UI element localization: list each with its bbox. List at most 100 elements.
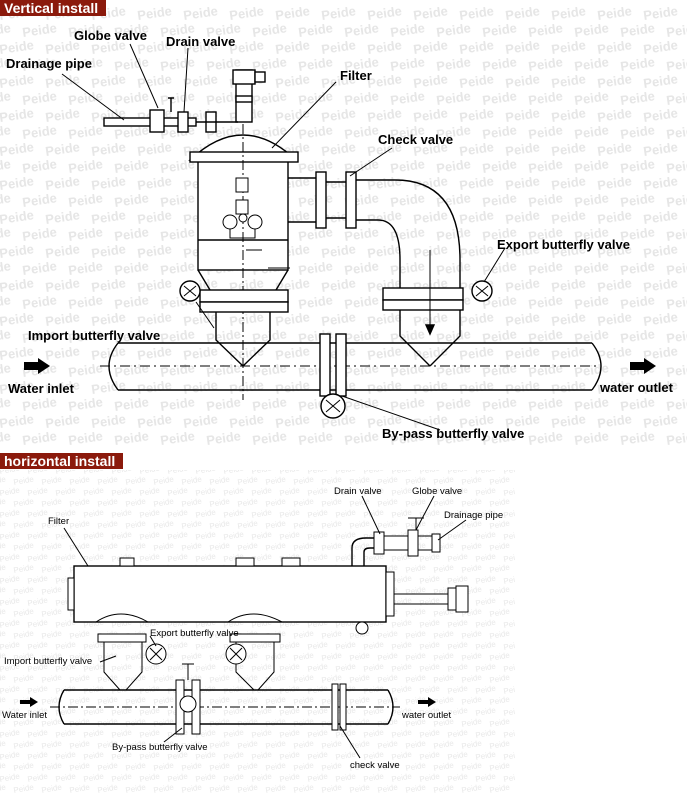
- label-water-inlet-bottom: Water inlet: [2, 710, 47, 721]
- watermark-text: Peide: [389, 190, 425, 210]
- watermark-text: Peide: [0, 672, 7, 685]
- watermark-text: Peide: [21, 122, 57, 142]
- watermark-text: Peide: [573, 20, 609, 40]
- watermark-text: Peide: [405, 738, 427, 751]
- watermark-text: Peide: [195, 639, 217, 652]
- watermark-text: Peide: [205, 360, 241, 380]
- drain-line: [103, 97, 238, 133]
- watermark-text: Peide: [475, 771, 497, 784]
- watermark-text: Peide: [0, 661, 21, 674]
- inlet-arrow-top: [24, 358, 50, 374]
- watermark-text: Peide: [279, 639, 301, 652]
- watermark-text: Peide: [343, 326, 379, 346]
- watermark-text: Peide: [83, 727, 105, 740]
- watermark-text: Peide: [181, 760, 203, 773]
- watermark-text: Peide: [159, 54, 195, 74]
- watermark-text: Peide: [136, 173, 172, 193]
- watermark-text: Peide: [481, 258, 517, 278]
- watermark-text: Peide: [550, 37, 586, 57]
- watermark-text: Peide: [97, 694, 119, 707]
- watermark-text: Peide: [405, 716, 427, 729]
- watermark-text: Peide: [41, 562, 63, 575]
- watermark-text: Peide: [412, 173, 448, 193]
- watermark-text: Peide: [209, 628, 231, 641]
- watermark-text: Peide: [195, 771, 217, 784]
- watermark-text: Peide: [209, 760, 231, 773]
- watermark-text: Peide: [377, 474, 399, 487]
- watermark-text: Peide: [504, 173, 540, 193]
- watermark-text: Peide: [458, 343, 494, 363]
- watermark-text: Peide: [307, 551, 329, 564]
- watermark-text: Peide: [209, 496, 231, 509]
- watermark-text: Peide: [665, 292, 687, 312]
- watermark-text: Peide: [139, 551, 161, 564]
- watermark-text: Peide: [67, 20, 103, 40]
- watermark-text: Peide: [527, 292, 563, 312]
- watermark-text: Peide: [475, 551, 497, 564]
- watermark-text: Peide: [433, 496, 455, 509]
- watermark-text: Peide: [67, 258, 103, 278]
- watermark-text: Peide: [209, 738, 231, 751]
- watermark-text: Peide: [44, 105, 80, 125]
- watermark-text: Peide: [153, 782, 175, 795]
- watermark-text: Peide: [335, 639, 357, 652]
- watermark-text: Peide: [67, 394, 103, 414]
- watermark-text: Peide: [665, 122, 687, 142]
- watermark-text: Peide: [41, 760, 63, 773]
- watermark-text: Peide: [13, 738, 35, 751]
- watermark-text: Peide: [377, 650, 399, 663]
- watermark-text: Peide: [153, 716, 175, 729]
- watermark-text: Peide: [293, 738, 315, 751]
- watermark-text: Peide: [136, 411, 172, 431]
- watermark-text: Peide: [228, 343, 264, 363]
- watermark-text: Peide: [343, 360, 379, 380]
- watermark-text: Peide: [419, 661, 441, 674]
- watermark-text: Peide: [619, 20, 655, 40]
- watermark-text: Peide: [343, 54, 379, 74]
- watermark-text: Peide: [665, 326, 687, 346]
- watermark-text: Peide: [550, 207, 586, 227]
- watermark-text: Peide: [642, 105, 678, 125]
- watermark-text: Peide: [44, 343, 80, 363]
- watermark-text: Peide: [642, 3, 678, 23]
- watermark-text: Peide: [113, 156, 149, 176]
- watermark-text: Peide: [13, 672, 35, 685]
- watermark-text: Peide: [517, 672, 539, 685]
- watermark-text: Peide: [0, 207, 35, 227]
- watermark-text: Peide: [481, 326, 517, 346]
- watermark-text: Peide: [504, 377, 540, 397]
- watermark-text: Peide: [113, 20, 149, 40]
- watermark-text: Peide: [503, 639, 525, 652]
- watermark-text: Peide: [209, 650, 231, 663]
- watermark-text: Peide: [363, 463, 385, 476]
- watermark-text: Peide: [0, 749, 21, 762]
- watermark-text: Peide: [307, 749, 329, 762]
- watermark-text: Peide: [489, 738, 511, 751]
- label-export-butterfly-valve-bottom: Export butterfly valve: [150, 628, 239, 639]
- watermark-text: Peide: [321, 518, 343, 531]
- watermark-text: Peide: [307, 727, 329, 740]
- watermark-text: Peide: [642, 343, 678, 363]
- watermark-text: Peide: [209, 518, 231, 531]
- watermark-text: Peide: [297, 292, 333, 312]
- watermark-text: Peide: [251, 771, 273, 784]
- watermark-text: Peide: [237, 694, 259, 707]
- watermark-text: Peide: [377, 738, 399, 751]
- watermark-text: Peide: [0, 716, 7, 729]
- watermark-text: Peide: [433, 562, 455, 575]
- watermark-text: Peide: [573, 360, 609, 380]
- watermark-text: Peide: [237, 672, 259, 685]
- watermark-text: Peide: [0, 584, 7, 597]
- watermark-text: Peide: [619, 54, 655, 74]
- watermark-text: Peide: [159, 190, 195, 210]
- watermark-text: Peide: [279, 727, 301, 740]
- watermark-text: Peide: [97, 650, 119, 663]
- watermark-text: Peide: [391, 661, 413, 674]
- watermark-text: Peide: [343, 224, 379, 244]
- watermark-text: Peide: [223, 727, 245, 740]
- watermark-text: Peide: [251, 20, 287, 40]
- watermark-text: Peide: [181, 782, 203, 795]
- watermark-text: Peide: [251, 54, 287, 74]
- watermark-text: Peide: [573, 326, 609, 346]
- watermark-text: Peide: [363, 661, 385, 674]
